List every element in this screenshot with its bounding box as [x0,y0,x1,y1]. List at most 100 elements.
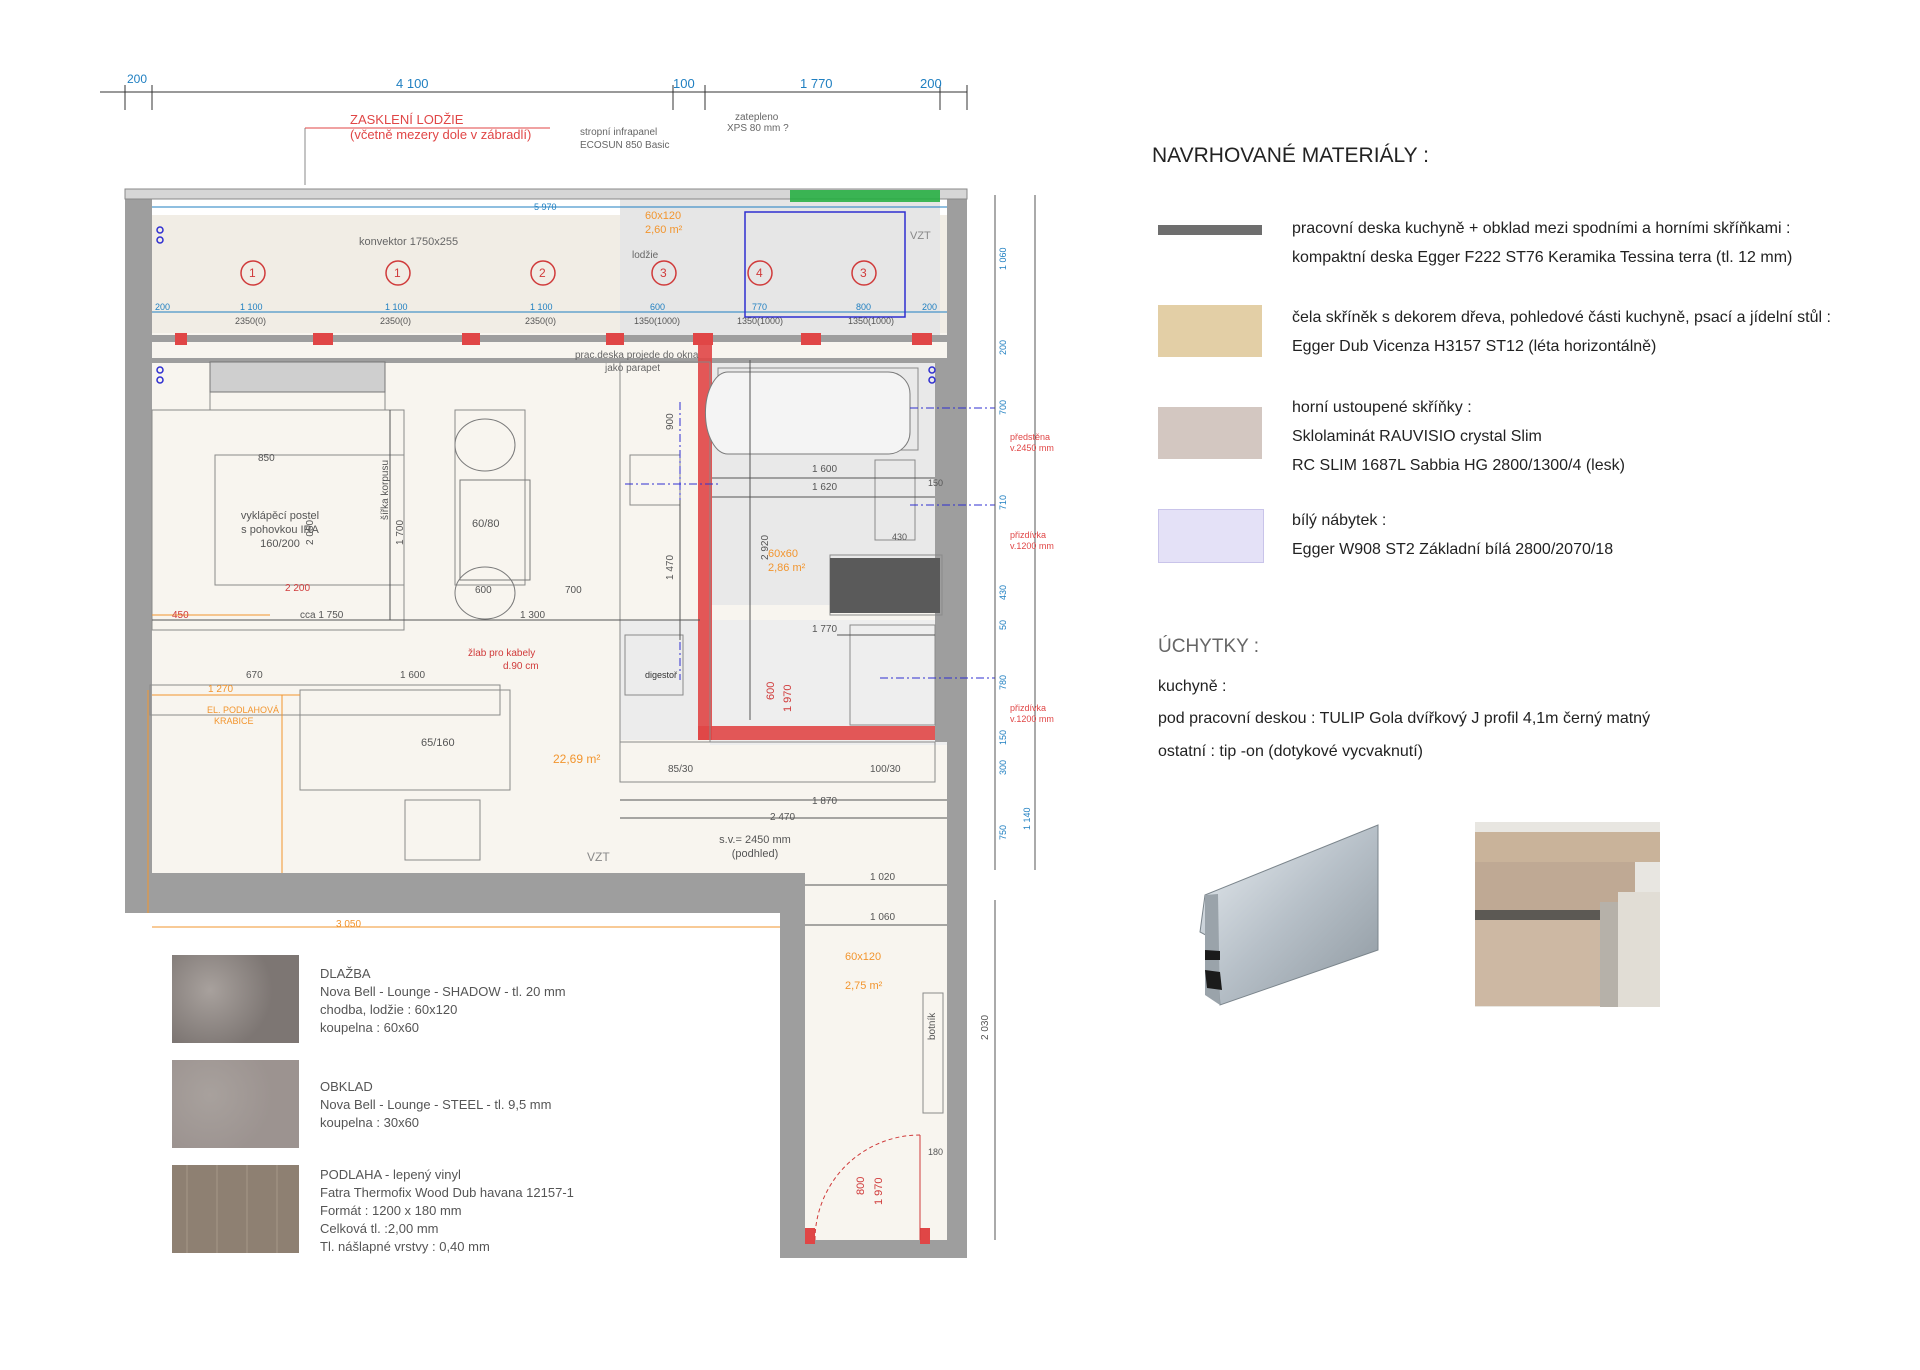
right-dim-3: 700 [998,399,1008,415]
vzt-loggia-label: VZT [910,230,931,242]
dining-chairs [454,418,531,620]
material-white-line-1: bílý nábytek : [1292,512,1387,529]
window-dim-6: 770 [752,302,768,312]
floor-box-1: EL. PODLAHOVÁ [207,705,280,715]
loggia-area-label: 2,60 m² [645,224,683,236]
dim-180: 180 [928,1147,944,1157]
sample-swatch-vinyl [172,1165,299,1253]
window-code-2: 1 [394,266,401,280]
window-markers [240,260,877,286]
bed-label-2: s pohovkou IRA [241,524,319,536]
wall-hall-bottom [780,1240,967,1258]
dim-1870: 1 870 [812,796,838,807]
orange-dims [147,614,780,928]
loggia-tile-label: 60x120 [645,210,682,222]
handles-title: ÚCHYTKY : [1158,636,1260,657]
right-dim-4: 710 [998,494,1008,510]
shoe-cabinet-label: botník [927,1012,938,1040]
material-fronts-line-1: čela skříněk s dekorem dřeva, pohledové … [1292,309,1831,326]
loggia-label: lodžie [632,250,659,261]
right-dim-5: 430 [998,584,1008,600]
right-dim-6: 50 [998,619,1008,630]
door-jamb-right [920,1228,930,1244]
loggia-width-dim: 5 970 [534,202,557,212]
material-text-fronts: čela skříněk s dekorem dřeva, pohledové … [1292,303,1831,361]
masonry-note-1: přizdívka [1010,530,1047,540]
cabinet-85-label: 85/30 [668,764,694,775]
insulation-xps [790,190,940,202]
material-worktop-line-2: kompaktní deska Egger F222 ST76 Keramika… [1292,249,1793,266]
bathtub [704,371,911,455]
wall-hall-left [780,873,805,1258]
top-dim-2: 4 100 [396,76,429,91]
window-code-3: 2 [539,266,546,280]
floor-box-2: KRABICE [214,716,254,726]
sample-tiles-line-3: chodba, lodžie : 60x120 [320,1002,458,1017]
dim-1700: 1 700 [395,519,406,545]
dim-700: 700 [565,585,582,596]
window-dim-8: 200 [922,302,938,312]
dim-2920: 2 920 [760,534,771,560]
right-dim-8: 150 [998,729,1008,745]
window-dim-4: 1 100 [530,302,553,312]
loggia-note-subtitle: (včetně mezery dole v zábradlí) [350,127,532,142]
right-dim-9: 300 [998,759,1008,775]
bath-tile-label: 60x60 [768,548,798,560]
window-code-1: 1 [249,266,256,280]
wall-bottom [125,873,805,913]
top-dim-3: 100 [673,76,695,91]
sockets [156,226,936,384]
length-2200-dim: 2 200 [285,583,311,594]
convector [209,361,386,393]
sample-tiles-line-1: DLAŽBA [320,966,371,981]
sample-wall-line-1: OBKLAD [320,1079,373,1094]
material-upper-line-3: RC SLIM 1687L Sabbia HG 2800/1300/4 (les… [1292,457,1625,474]
window-sub-6: 1350(1000) [848,316,895,326]
window-code-6: 3 [860,266,867,280]
material-text-upper-cabinets: horní ustoupené skříňky : Sklolaminát RA… [1292,393,1625,480]
wall-left-top [125,195,152,335]
sample-text-tiles: DLAŽBA Nova Bell - Lounge - SHADOW - tl.… [320,965,566,1037]
material-white-line-2: Egger W908 ST2 Základní bílá 2800/2070/1… [1292,541,1614,558]
entry-door-swing [814,1134,921,1241]
window-sub-1: 2350(0) [235,316,267,326]
material-upper-line-2: Sklolaminát RAUVISIO crystal Slim [1292,428,1542,445]
sample-vinyl-line-2: Fatra Thermofix Wood Dub havana 12157-1 [320,1185,574,1200]
door-1970-label: 1 970 [873,1177,885,1205]
wall-right [947,195,967,1258]
insulation-note-1: zatepleno [735,112,779,123]
ceiling-height-1: s.v.= 2450 mm [719,834,791,846]
dim-150: 150 [928,478,944,488]
window-piers [175,333,932,345]
window-dim-5: 600 [650,302,666,312]
insulation-note-2: XPS 80 mm ? [727,123,789,134]
top-dim-1: 200 [127,72,148,86]
dim-1600: 1 600 [400,670,426,681]
material-worktop-line-1: pracovní deska kuchyně + obklad mezi spo… [1292,220,1791,237]
material-swatch-fronts [1158,305,1262,357]
cable-channel-2: d.90 cm [503,661,539,672]
hall-area-label: 2,75 m² [845,980,883,992]
sample-swatch-wall-tiles [172,1060,299,1148]
bed-width-dim: 850 [258,453,275,464]
handles-under-worktop: pod pracovní deskou : TULIP Gola dvířkov… [1158,710,1651,727]
bed-label-3: 160/200 [260,538,300,550]
sample-text-vinyl: PODLAHA - lepený vinyl Fatra Thermofix W… [320,1166,574,1256]
material-fronts-line-2: Egger Dub Vicenza H3157 ST12 (léta horiz… [1292,338,1657,355]
window-dim-1: 200 [155,302,171,312]
window-dim-7: 800 [856,302,872,312]
dim-1470: 1 470 [665,554,676,580]
masonry-note-2: v.1200 mm [1010,541,1054,551]
sample-wall-line-3: koupelna : 30x60 [320,1115,420,1130]
window-dim-3: 1 100 [385,302,408,312]
gola-profile-photo [1160,820,1385,1040]
hood-label: digestoř [645,670,678,680]
dim-900: 900 [665,413,676,430]
handles-other: ostatní : tip -on (dotykové vycvaknutí) [1158,743,1424,760]
top-dim-4: 1 770 [800,76,833,91]
dim-670: 670 [246,670,263,681]
material-text-worktop: pracovní deska kuchyně + obklad mezi spo… [1292,214,1792,272]
dim-cca-1750: cca 1 750 [300,610,344,621]
wall-front-note-2: v.2450 mm [1010,443,1054,453]
